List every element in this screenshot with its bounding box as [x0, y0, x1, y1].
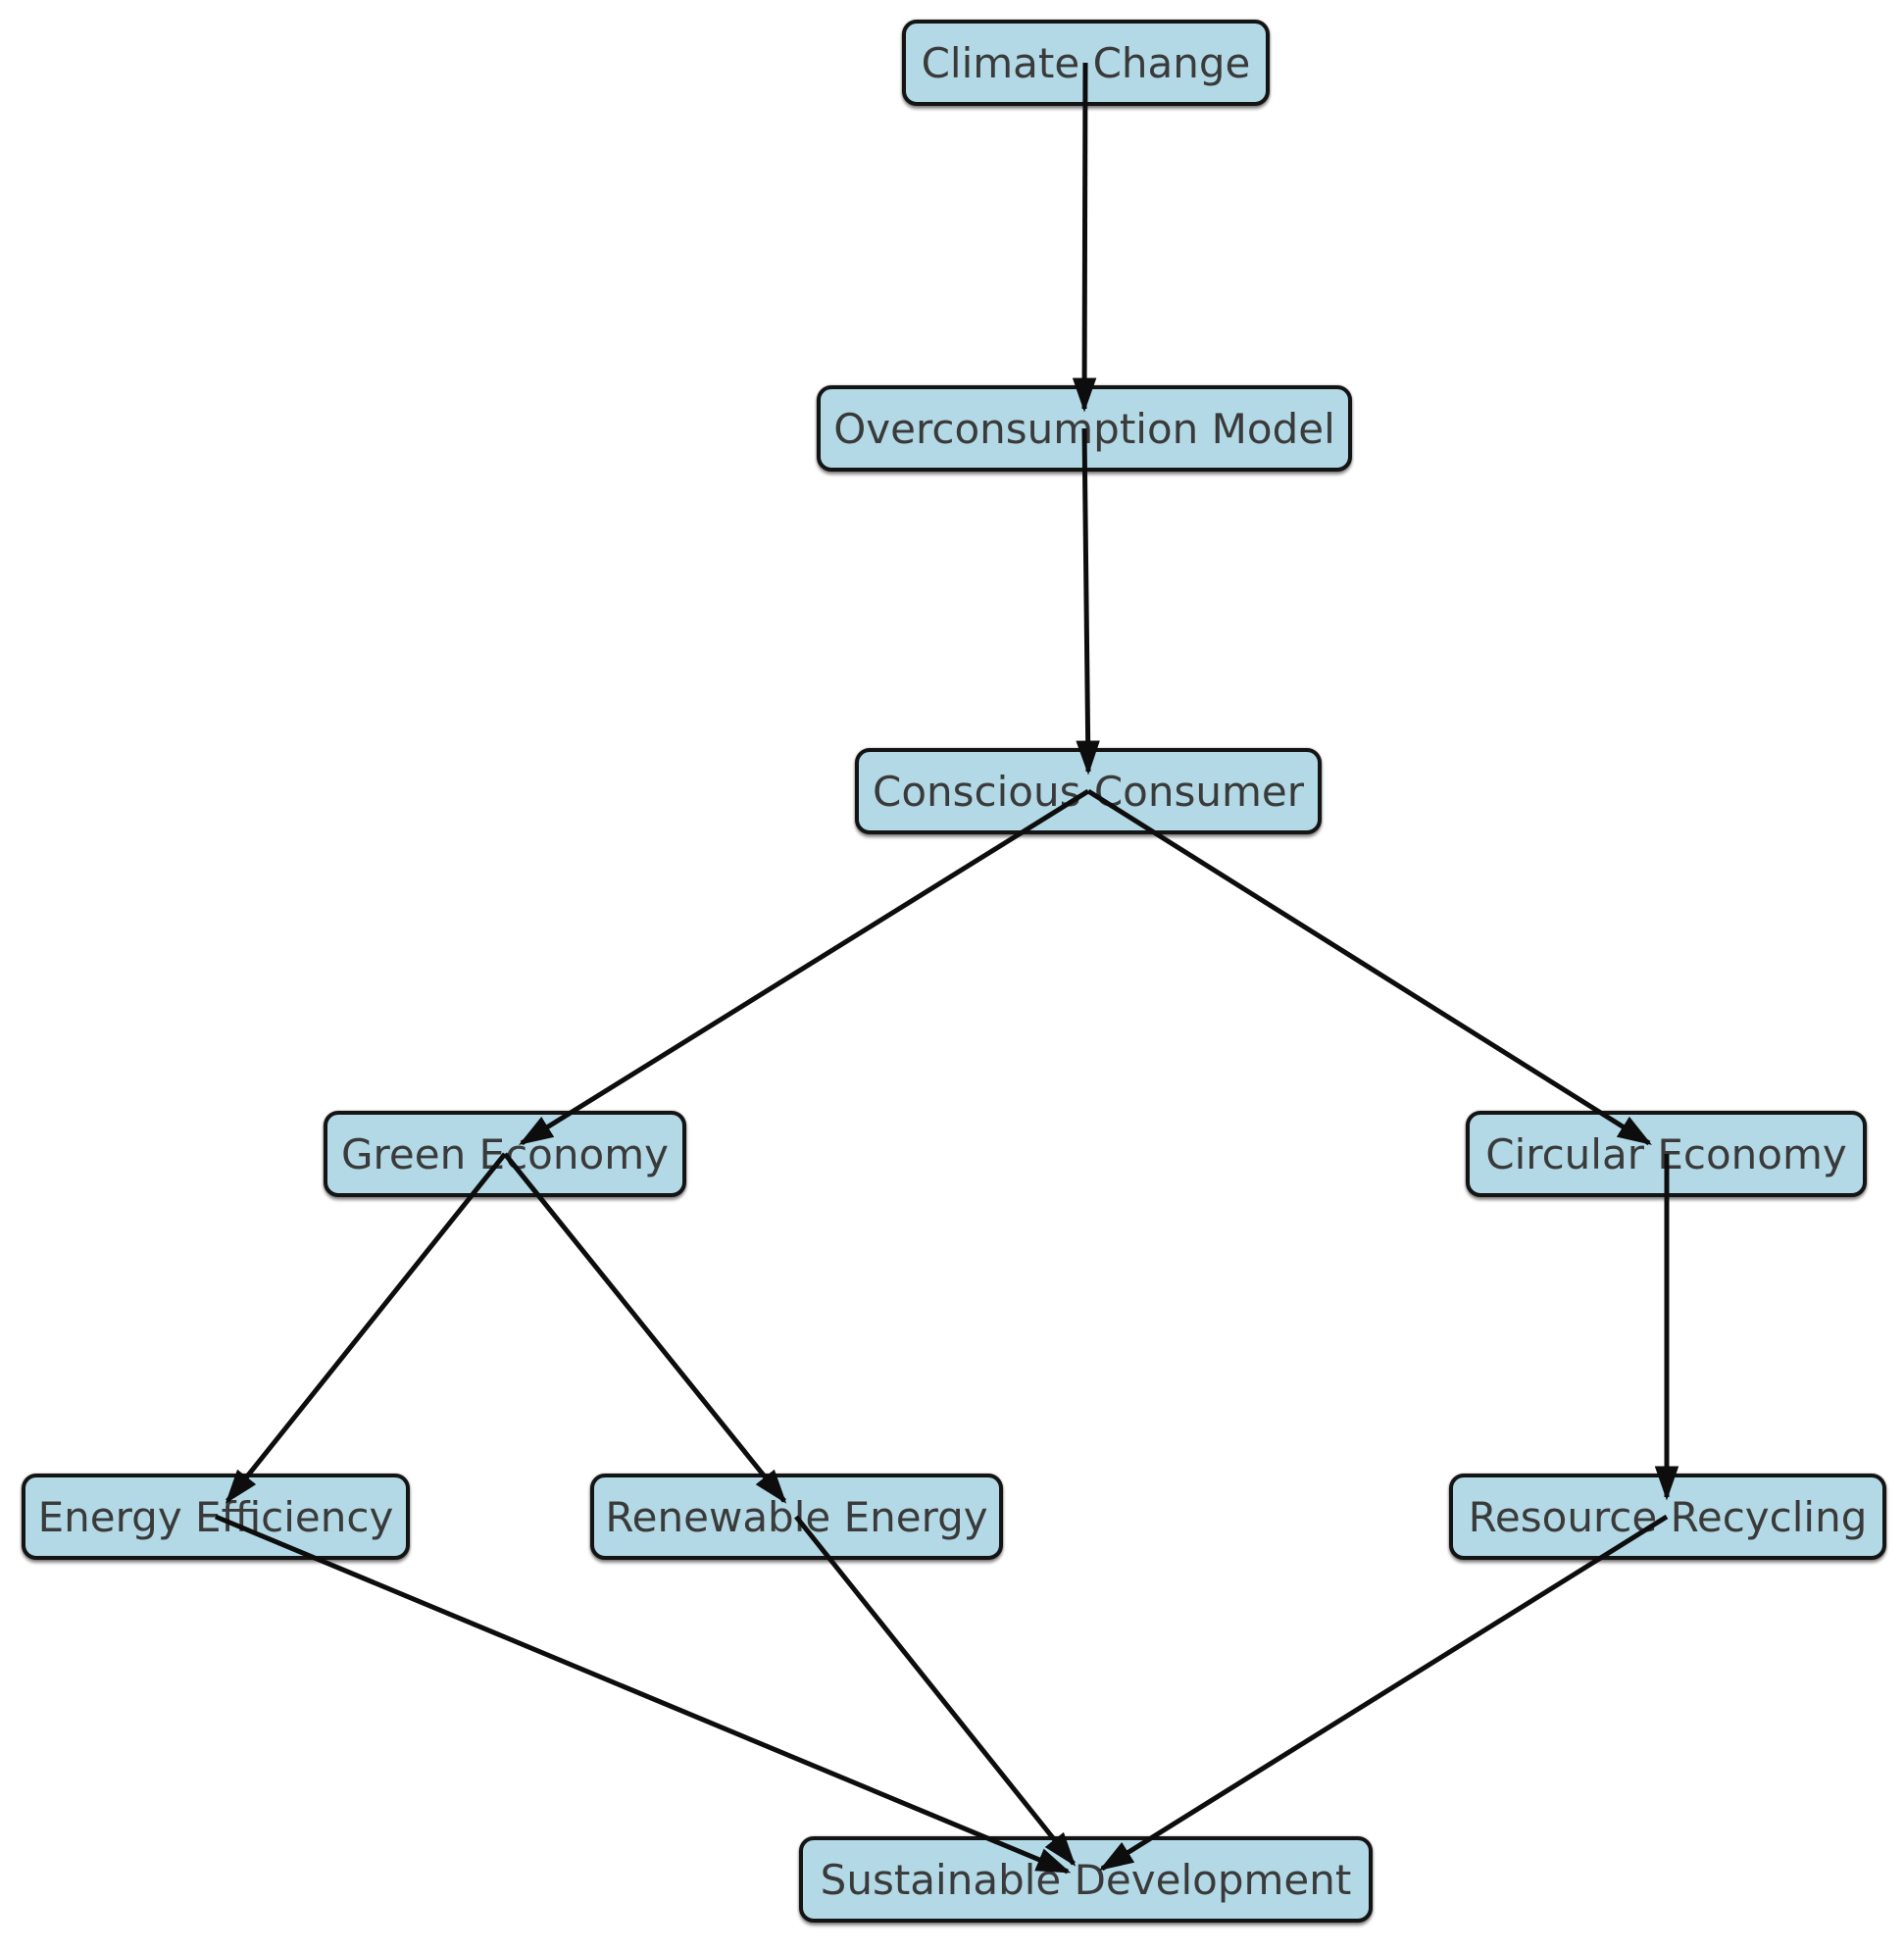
edge-conscious-consumer-to-circular-economy — [1086, 788, 1652, 1146]
node-green-economy: Green Economy — [324, 1111, 686, 1197]
edge-green-economy-to-renewable-energy — [503, 1152, 787, 1504]
edge-climate-change-to-overconsumption-model — [1072, 62, 1097, 413]
node-renewable-energy: Renewable Energy — [590, 1474, 1003, 1560]
edge-energy-efficiency-to-sustainable-development — [215, 1514, 1072, 1875]
node-energy-efficiency: Energy Efficiency — [22, 1474, 410, 1560]
node-sustainable-development: Sustainable Development — [799, 1836, 1373, 1923]
edge-renewable-energy-to-sustainable-development — [794, 1515, 1077, 1867]
node-resource-recycling: Resource Recycling — [1449, 1474, 1886, 1560]
node-climate-change: Climate Change — [902, 20, 1270, 106]
edge-resource-recycling-to-sustainable-development — [1099, 1514, 1669, 1872]
node-overconsumption-model: Overconsumption Model — [817, 385, 1352, 472]
node-conscious-consumer: Conscious Consumer — [855, 748, 1322, 834]
edge-conscious-consumer-to-green-economy — [519, 788, 1090, 1146]
edge-overconsumption-model-to-conscious-consumer — [1076, 427, 1100, 775]
node-circular-economy: Circular Economy — [1466, 1111, 1867, 1197]
edge-green-economy-to-energy-efficiency — [225, 1152, 507, 1504]
